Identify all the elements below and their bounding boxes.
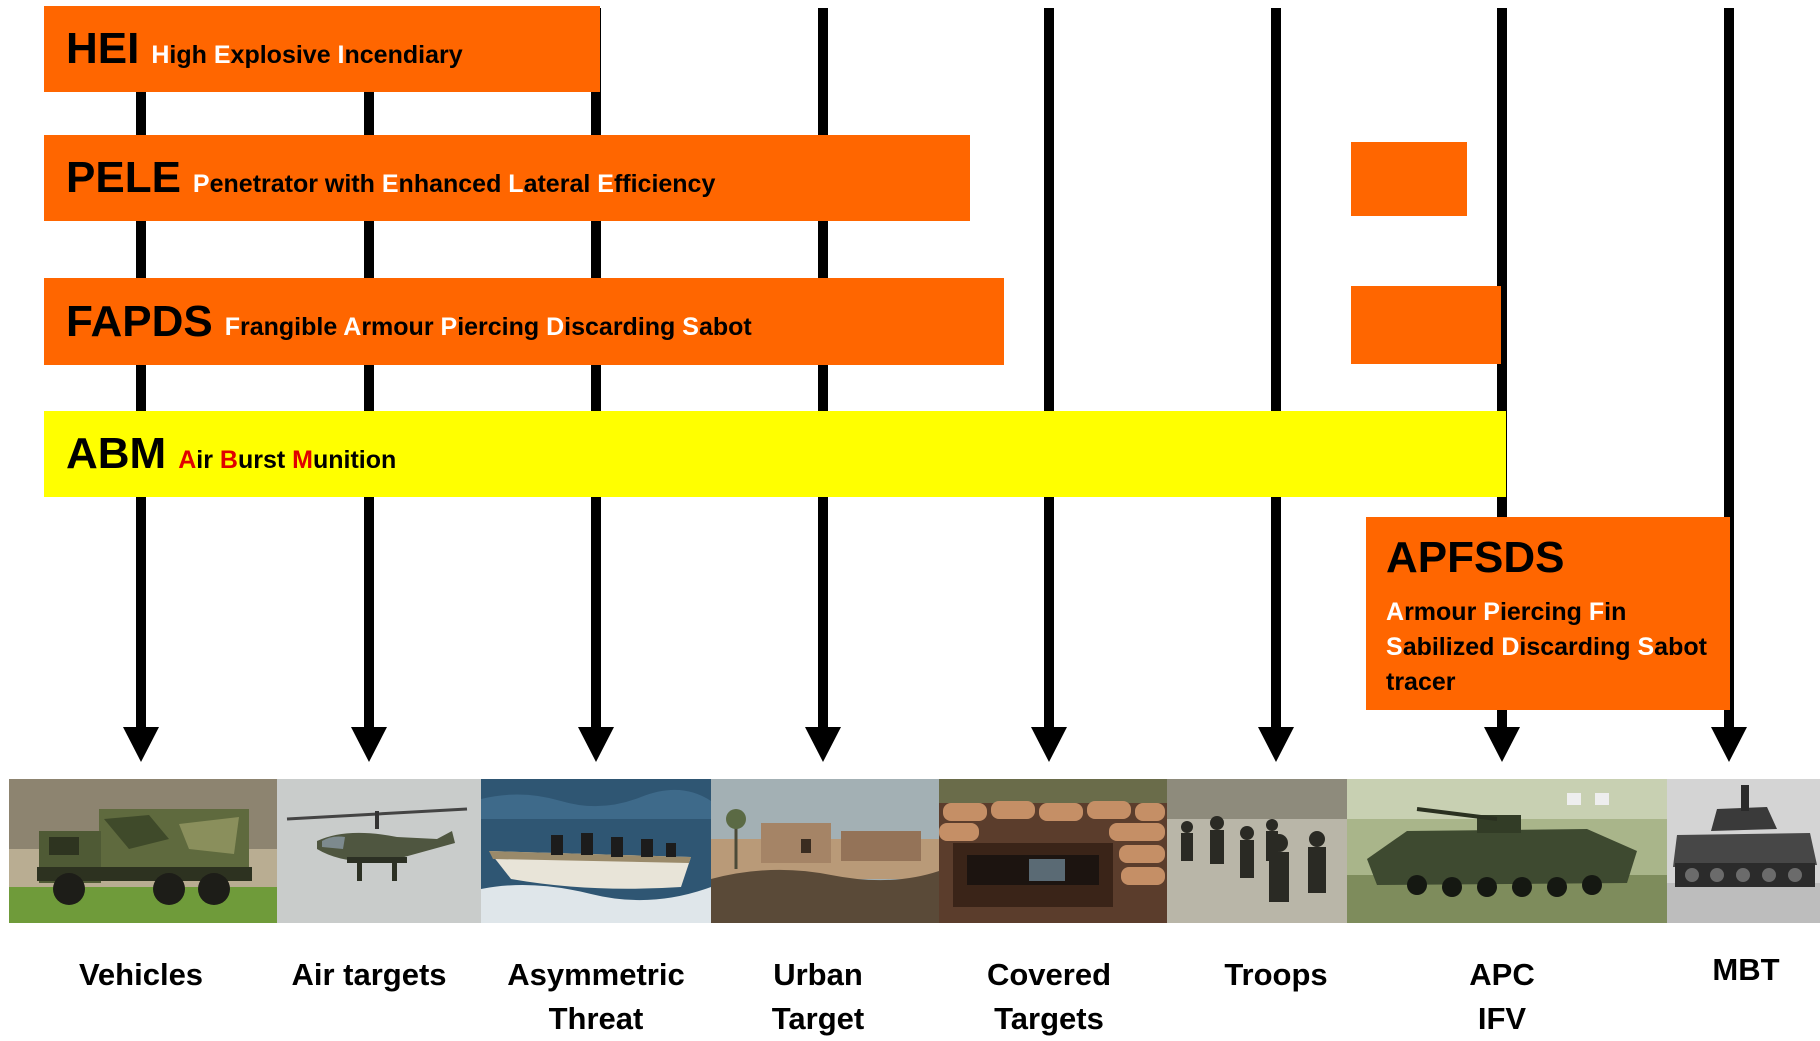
urban-building-image [711, 779, 939, 923]
fapds-bar: FAPDS Frangible Armour Piercing Discardi… [44, 278, 1004, 365]
abm-bar: ABM Air Burst Munition [44, 411, 1506, 497]
abm-fullname: Air Burst Munition [178, 445, 397, 474]
hei-bar: HEI High Explosive Incendiary [44, 6, 600, 92]
abm-abbr: ABM [66, 429, 167, 478]
attack-helicopter-image [277, 779, 481, 923]
fapds-abbr: FAPDS [66, 296, 213, 346]
pele-bar: PELE Penetrator with Enhanced Lateral Ef… [44, 135, 970, 221]
hei-fullname: High Explosive Incendiary [151, 40, 463, 69]
military-truck-image [9, 779, 277, 923]
fapds-fullname: Frangible Armour Piercing Discarding Sab… [224, 313, 752, 341]
target-label-vehicles: Vehicles [78, 957, 204, 992]
arrow-troops [1258, 8, 1294, 762]
arrow-vehicles [123, 8, 159, 762]
target-label-mbt: MBT [1712, 952, 1780, 987]
target-label-air-targets: Air targets [291, 957, 447, 992]
apfsds-box: APFSDS Armour Piercing Fin Sabilized Dis… [1366, 517, 1730, 710]
arrow-covered-targets [1031, 8, 1067, 762]
ifv-image [1347, 779, 1667, 923]
speedboat-image [481, 779, 711, 923]
fapds-apc-block [1351, 286, 1501, 364]
pele-apc-block [1351, 142, 1467, 216]
main-battle-tank-image [1667, 779, 1820, 923]
hei-abbr: HEI [66, 24, 140, 73]
arrow-asymmetric-threat [578, 8, 614, 762]
soldiers-image [1167, 779, 1347, 923]
pele-abbr: PELE [66, 153, 181, 202]
apfsds-abbr: APFSDS [1386, 533, 1565, 582]
arrow-mbt [1711, 8, 1747, 762]
apfsds-line-2: Sabilized Discarding Sabot [1386, 633, 1707, 661]
apfsds-line-1: Armour Piercing Fin [1386, 598, 1627, 626]
pele-fullname: Penetrator with Enhanced Lateral Efficie… [192, 169, 716, 198]
arrow-apc-ifv [1484, 8, 1520, 762]
target-label-troops: Troops [1224, 957, 1328, 992]
apfsds-line-3: tracer [1386, 668, 1456, 696]
sandbag-bunker-image [939, 779, 1167, 923]
arrow-urban-target [805, 8, 841, 762]
arrow-air-targets [351, 8, 387, 762]
